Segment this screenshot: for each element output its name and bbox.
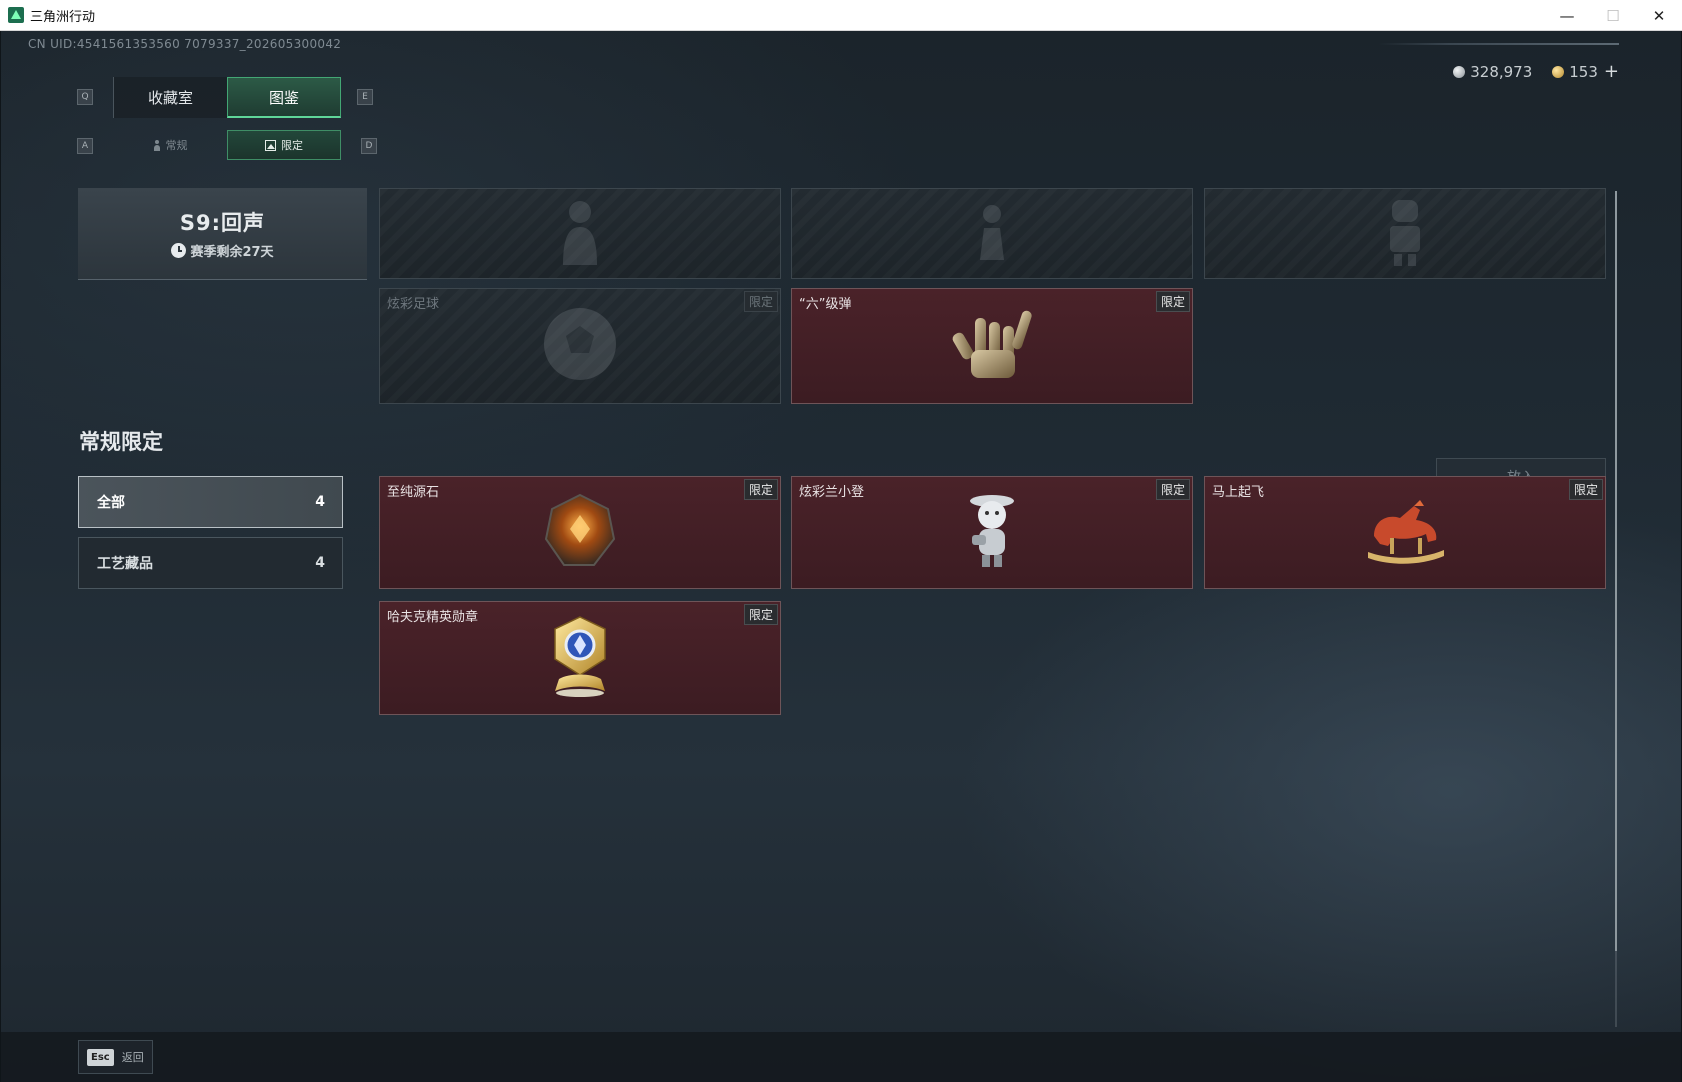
- gold-amount: 153: [1569, 63, 1598, 81]
- season-title: S9:回声: [179, 211, 266, 235]
- window-titlebar: 三角洲行动 — ☐ ✕: [0, 0, 1682, 31]
- season-remaining-text: 赛季剩余27天: [190, 245, 274, 260]
- filter-craft-count: 4: [315, 555, 325, 571]
- game-viewport: CN UID:4541561353560 7079337_20260530004…: [1, 31, 1681, 1082]
- medal-icon: [545, 613, 615, 703]
- season-item-card-2[interactable]: [791, 188, 1193, 279]
- subtab-limited-label: 限定: [281, 139, 303, 152]
- season-item-card-4[interactable]: 炫彩足球 限定: [379, 288, 781, 404]
- gold-currency: 153 +: [1552, 61, 1619, 82]
- person-icon: [153, 139, 161, 151]
- filter-all[interactable]: 全部 4: [78, 476, 343, 528]
- season-item-card-3[interactable]: [1204, 188, 1606, 279]
- figurine-icon: [962, 491, 1022, 575]
- football-icon: [540, 304, 620, 388]
- horse-icon: [1360, 496, 1450, 570]
- tab-catalog[interactable]: 图鉴: [227, 77, 341, 118]
- main-tabs: 收藏室 图鉴: [113, 77, 341, 118]
- season-card: S9:回声 赛季剩余27天: [78, 188, 367, 280]
- season-item-card-5[interactable]: “六”级弹 限定: [791, 288, 1193, 404]
- maximize-icon[interactable]: ☐: [1606, 6, 1620, 25]
- subtab-regular-label: 常规: [165, 139, 188, 152]
- window-controls: — ☐ ✕: [1544, 0, 1682, 31]
- item-card-lan-xiaodeng[interactable]: 炫彩兰小登 限定: [791, 476, 1193, 589]
- scrollbar-thumb[interactable]: [1615, 191, 1617, 951]
- item-name: 至纯源石: [387, 485, 440, 500]
- item-name: 炫彩兰小登: [799, 485, 865, 500]
- limited-badge: 限定: [1155, 291, 1190, 312]
- close-icon[interactable]: ✕: [1652, 6, 1666, 25]
- back-button[interactable]: Esc 返回: [78, 1040, 153, 1074]
- item-name: 哈夫克精英勋章: [387, 610, 479, 625]
- app-logo-icon: [8, 7, 24, 23]
- top-decoration: [1379, 43, 1619, 45]
- limited-badge: 限定: [743, 291, 778, 312]
- key-hint-d: D: [361, 138, 377, 154]
- tab-collection-room[interactable]: 收藏室: [113, 77, 227, 118]
- item-name: “六”级弹: [799, 297, 852, 312]
- back-label: 返回: [121, 1051, 144, 1064]
- filter-all-count: 4: [315, 494, 325, 510]
- limited-badge: 限定: [1568, 479, 1603, 500]
- figure-silhouette-icon: [972, 202, 1012, 266]
- limited-badge: 限定: [743, 479, 778, 500]
- minimize-icon[interactable]: —: [1559, 6, 1575, 25]
- filter-all-label: 全部: [97, 495, 125, 511]
- silver-currency: 328,973: [1453, 63, 1532, 81]
- silver-coin-icon: [1453, 65, 1466, 78]
- subtab-regular[interactable]: 常规: [113, 130, 227, 160]
- esc-key-hint: Esc: [87, 1048, 114, 1066]
- add-currency-button[interactable]: +: [1603, 61, 1619, 82]
- item-card-take-off[interactable]: 马上起飞 限定: [1204, 476, 1606, 589]
- window-title: 三角洲行动: [30, 9, 96, 25]
- figure-silhouette-icon: [555, 197, 605, 271]
- robot-silhouette-icon: [1380, 196, 1430, 272]
- picture-icon: [265, 139, 276, 151]
- bottom-bar: [1, 1032, 1681, 1082]
- key-hint-a: A: [77, 138, 93, 154]
- clock-icon: [171, 243, 187, 258]
- filter-craft-collectibles[interactable]: 工艺藏品 4: [78, 537, 343, 589]
- subtab-limited[interactable]: 限定: [227, 130, 341, 160]
- gold-coin-icon: [1552, 66, 1565, 78]
- sub-tabs: 常规 限定: [113, 130, 341, 160]
- bullet-hand-icon: [947, 304, 1037, 388]
- filter-craft-label: 工艺藏品: [97, 556, 153, 572]
- section-title: 常规限定: [79, 430, 163, 454]
- item-card-pure-source-stone[interactable]: 至纯源石 限定: [379, 476, 781, 589]
- season-item-card-1[interactable]: [379, 188, 781, 279]
- item-card-haavk-elite-medal[interactable]: 哈夫克精英勋章 限定: [379, 601, 781, 715]
- uid-label: CN UID:4541561353560 7079337_20260530004…: [28, 37, 342, 51]
- item-name: 马上起飞: [1212, 485, 1265, 500]
- limited-badge: 限定: [743, 604, 778, 625]
- key-hint-q: Q: [77, 89, 93, 105]
- item-name: 炫彩足球: [387, 297, 440, 312]
- season-remaining: 赛季剩余27天: [171, 241, 274, 260]
- limited-badge: 限定: [1155, 479, 1190, 500]
- key-hint-e: E: [357, 89, 373, 105]
- gem-stone-icon: [540, 491, 620, 575]
- silver-amount: 328,973: [1470, 62, 1533, 81]
- currency-bar: 328,973 153 +: [1453, 61, 1619, 82]
